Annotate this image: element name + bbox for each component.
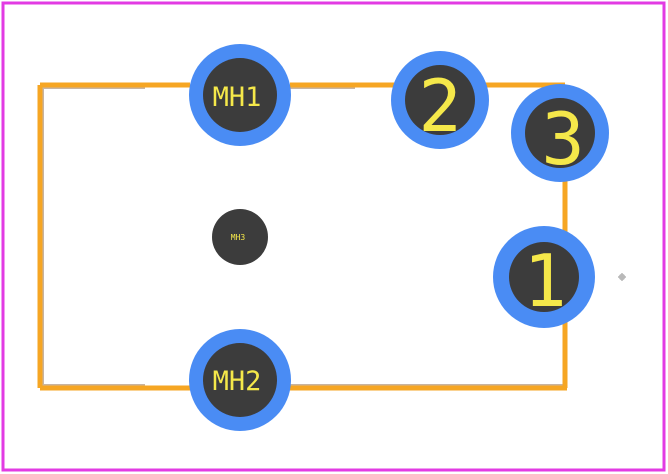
courtyard-outline (40, 85, 567, 388)
pad-label-mh3: MH3 (231, 233, 246, 242)
origin-marker (618, 273, 626, 281)
pad-label-mh1: MH1 (213, 82, 262, 113)
pad-mh1[interactable]: MH1 (189, 44, 291, 146)
pad-hole (525, 98, 595, 168)
pad-mh2[interactable]: MH2 (189, 329, 291, 431)
pad-label-pin3: 3 (541, 97, 584, 181)
pad-hole (405, 65, 475, 135)
pad-label-pin2: 2 (418, 64, 461, 148)
pad-hole (212, 209, 268, 265)
pad-label-pin1: 1 (523, 239, 566, 323)
pad-hole (203, 58, 277, 132)
pad-pin1[interactable]: 1 (493, 226, 595, 328)
pad-pin2[interactable]: 2 (391, 51, 489, 149)
pad-hole (203, 343, 277, 417)
pad-pin3[interactable]: 3 (511, 84, 609, 182)
silkscreen-outline (37, 82, 568, 391)
pad-mh3[interactable]: MH3 (212, 209, 268, 265)
pad-hole (509, 242, 579, 312)
pad-label-mh2: MH2 (213, 366, 262, 397)
